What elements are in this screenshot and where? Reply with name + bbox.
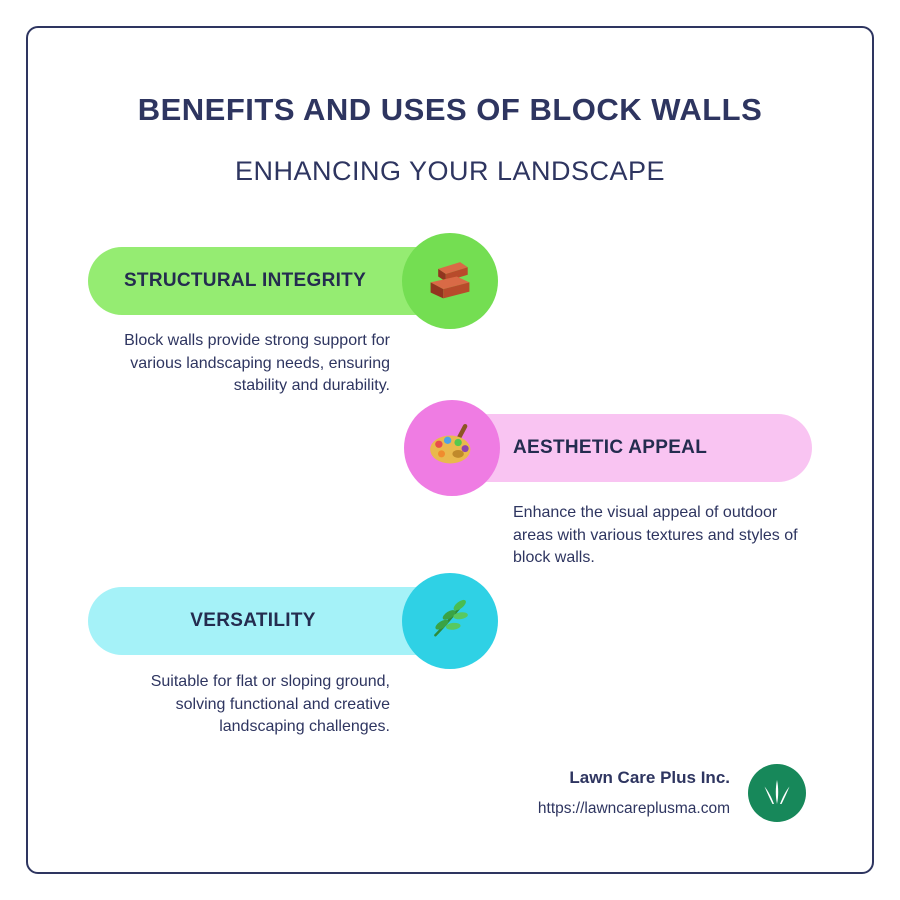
company-name: Lawn Care Plus Inc. [569,768,730,787]
grass-icon [757,771,797,816]
benefit-description: Enhance the visual appeal of outdoor are… [513,504,798,567]
herb-icon [424,593,476,650]
benefit-title: AESTHETIC APPEAL [513,437,708,458]
benefit-icon-circle [402,573,498,669]
page-title: BENEFITS AND USES OF BLOCK WALLS [137,92,763,127]
bricks-icon [423,252,477,311]
page-subtitle: ENHANCING YOUR LANDSCAPE [234,156,666,186]
company-logo [748,764,806,822]
palette-icon [424,418,480,479]
benefit-pill-versatility: VERSATILITY [88,587,448,655]
benefit-pill-aesthetic-appeal: AESTHETIC APPEAL [455,414,812,482]
benefit-title: VERSATILITY [190,610,316,631]
benefit-description: Block walls provide strong support for v… [124,332,390,395]
benefit-pill-structural-integrity: STRUCTURAL INTEGRITY [88,247,448,315]
benefit-title: STRUCTURAL INTEGRITY [123,270,367,291]
benefit-icon-circle [404,400,500,496]
benefit-icon-circle [402,233,498,329]
benefit-description: Suitable for flat or sloping ground, sol… [150,673,390,736]
website-url: https://lawncareplusma.com [537,800,730,817]
